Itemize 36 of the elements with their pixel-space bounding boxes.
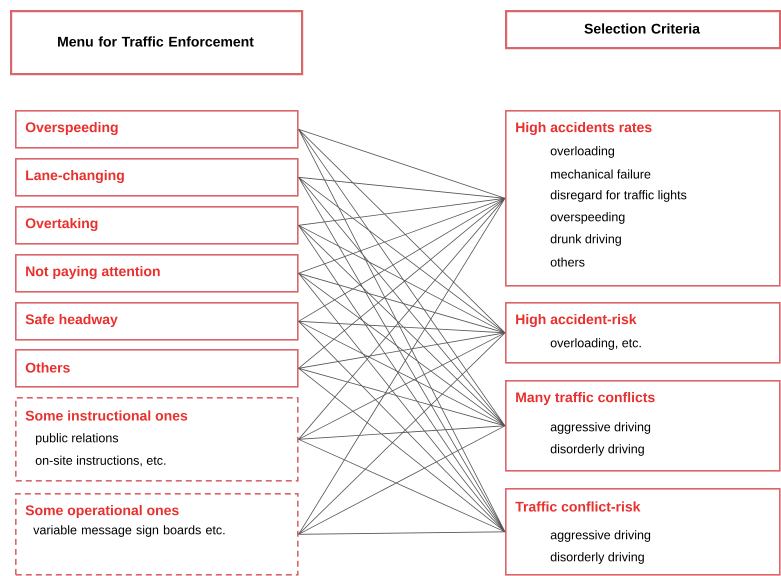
connector-line — [298, 198, 506, 369]
connector-line — [298, 128, 506, 426]
menu-item-box: Not paying attention — [15, 254, 299, 293]
connector-line — [298, 224, 506, 334]
connector-line — [298, 198, 506, 226]
connector-line — [298, 332, 506, 440]
connector-line — [298, 176, 506, 334]
header-box: Menu for Traffic Enforcement — [10, 10, 304, 76]
criteria-box: Traffic conflict-risk aggressive driving disorderly driving — [505, 488, 781, 576]
connector-line — [298, 198, 506, 274]
connector-line — [298, 425, 506, 440]
connector-line — [298, 531, 506, 535]
criteria-box: High accidents rates overloading mechanical failure disregard for traffic lights overspeeding drunk driving others — [505, 110, 781, 287]
connector-line — [298, 224, 506, 426]
connector-line — [298, 128, 506, 199]
criteria-box: High accident-risk overloading, etc. — [505, 302, 781, 364]
menu-group-box: Some instructional ones public relations on-site instructions, etc. — [15, 397, 299, 482]
criteria-box: Many traffic conflicts aggressive driving disorderly driving — [505, 380, 781, 472]
connector-line — [298, 198, 506, 322]
connector-line — [298, 368, 506, 532]
connector-line — [298, 128, 506, 334]
menu-group-box: Some operational ones variable message sign boards etc. — [15, 493, 299, 576]
connector-line — [298, 332, 506, 369]
menu-item-box: Overtaking — [15, 206, 299, 245]
connector-line — [298, 176, 506, 199]
connector-line — [298, 272, 506, 334]
menu-item-box: Safe headway — [15, 302, 299, 341]
connector-line — [298, 368, 506, 426]
connector-line — [298, 320, 506, 426]
menu-item-box: Others — [15, 349, 299, 388]
menu-item-box: Lane-changing — [15, 158, 299, 197]
menu-item-box: Overspeeding — [15, 110, 299, 149]
connector-line — [298, 320, 506, 334]
header-box: Selection Criteria — [505, 10, 781, 50]
connector-line — [298, 272, 506, 532]
connector-line — [298, 272, 506, 426]
